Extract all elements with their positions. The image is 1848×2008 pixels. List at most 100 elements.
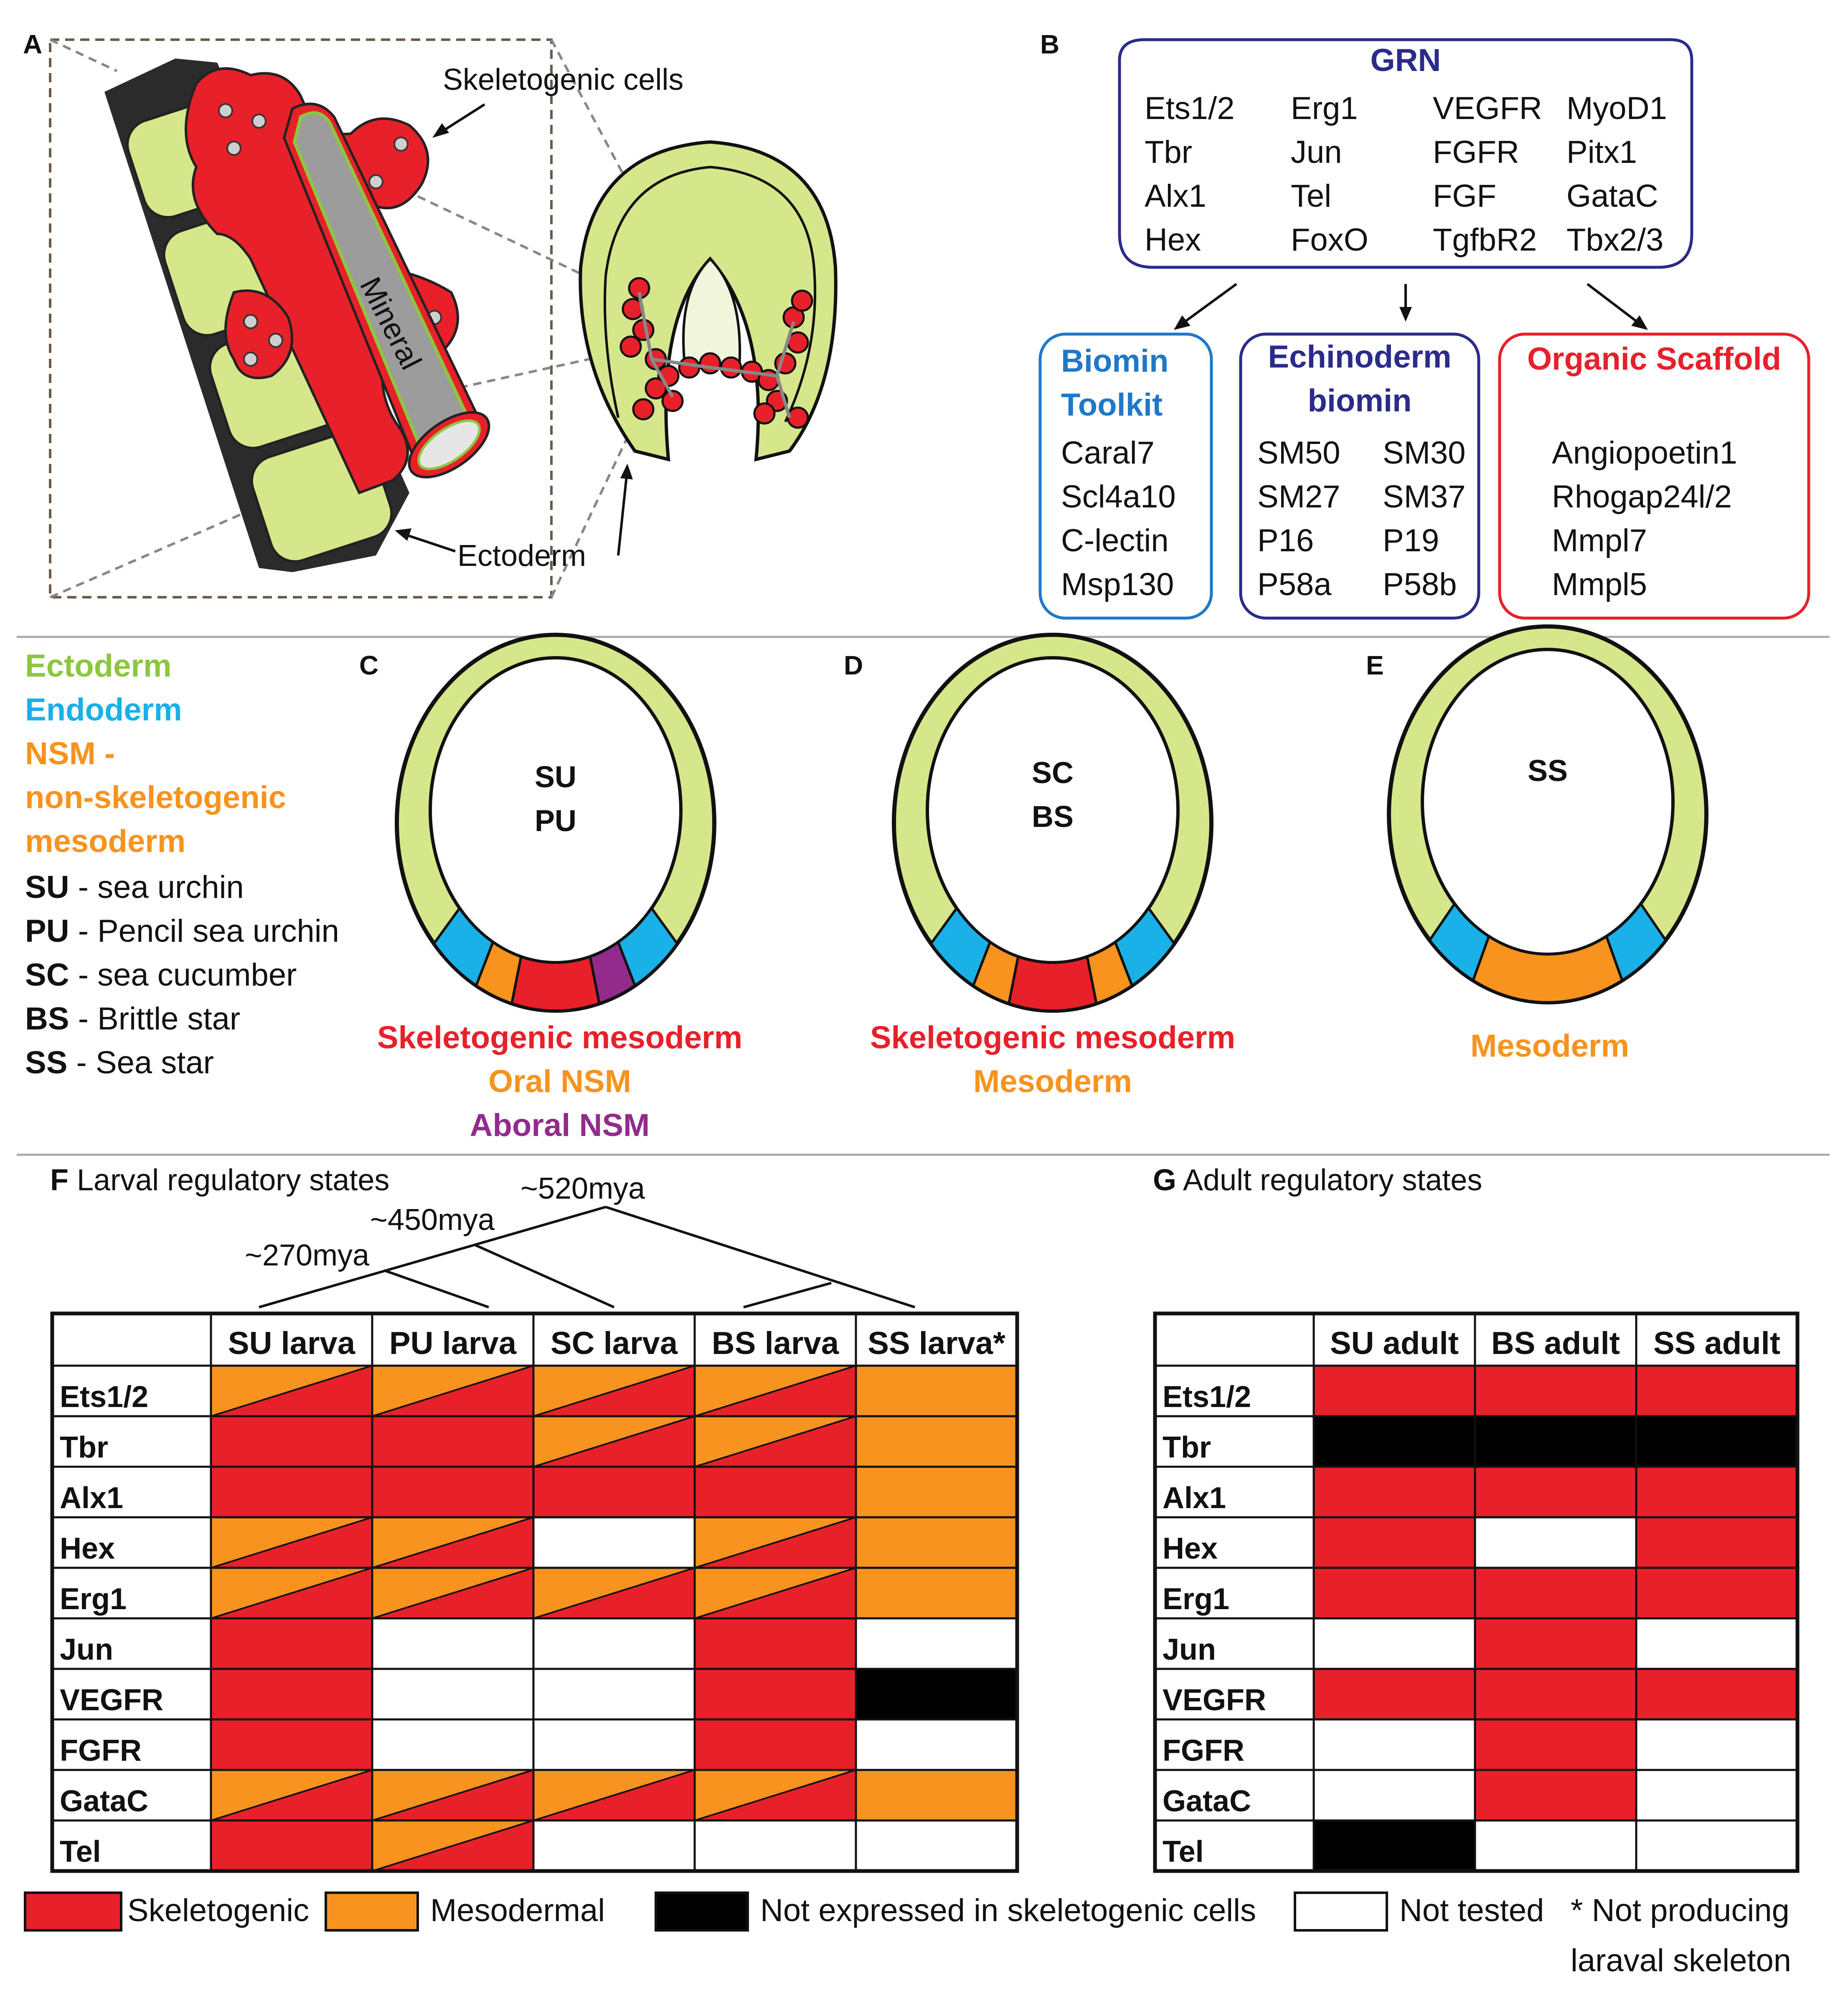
table-cell bbox=[1636, 1669, 1797, 1719]
organic-scaffold-box bbox=[1498, 332, 1810, 620]
row-label: VEGFR bbox=[60, 1683, 163, 1717]
panel-e-letter: E bbox=[1366, 650, 1384, 680]
table-cell bbox=[856, 1820, 1017, 1871]
legend-not-expressed: Not expressed in skeletogenic cells bbox=[760, 1893, 1256, 1928]
table-cell bbox=[1314, 1719, 1475, 1770]
table-cell bbox=[1636, 1517, 1797, 1568]
table-cell bbox=[1475, 1770, 1636, 1820]
row-label: Hex bbox=[60, 1532, 115, 1565]
biomin-gene: C-lectin bbox=[1061, 523, 1169, 558]
grn-title: GRN bbox=[1371, 43, 1441, 78]
table-cell bbox=[694, 1769, 856, 1821]
echino-title-line2: biomin bbox=[1307, 383, 1411, 418]
legend-swatch-not-expressed bbox=[655, 1891, 749, 1932]
grn-gene: Jun bbox=[1291, 134, 1342, 170]
table-cell bbox=[856, 1719, 1017, 1770]
table-cell bbox=[211, 1769, 373, 1821]
echinoderm-gene: P58a bbox=[1257, 567, 1332, 602]
table-cell bbox=[1314, 1366, 1475, 1416]
table-cell bbox=[1475, 1719, 1636, 1770]
panel-d-letter: D bbox=[844, 650, 863, 680]
table-cell bbox=[695, 1618, 856, 1669]
table-cell bbox=[1314, 1770, 1475, 1820]
row-label: Tel bbox=[60, 1835, 101, 1869]
organic-gene: Angiopoetin1 bbox=[1552, 435, 1737, 471]
panel-d-species-2: BS bbox=[1032, 800, 1074, 834]
mineral-rod: Mineral bbox=[282, 102, 490, 479]
skeletogenic-region bbox=[510, 955, 601, 1012]
grn-box bbox=[1118, 38, 1693, 269]
table-cell bbox=[211, 1820, 372, 1871]
table-cell bbox=[533, 1769, 695, 1821]
panel-c-skeletogenic-label: Skeletogenic mesoderm bbox=[377, 1020, 742, 1055]
arrow-line bbox=[617, 476, 628, 556]
legend-nsm-line1: NSM - bbox=[25, 736, 115, 771]
column-header: SS larva* bbox=[868, 1326, 1005, 1361]
table-cell bbox=[533, 1618, 695, 1669]
biomin-gene: Scl4a10 bbox=[1061, 479, 1176, 515]
echinoderm-gene: P19 bbox=[1383, 523, 1439, 558]
table-cell bbox=[1475, 1820, 1636, 1871]
column-header: BS larva bbox=[712, 1326, 839, 1361]
organic-gene: Mmpl7 bbox=[1552, 523, 1647, 558]
zoom-line bbox=[550, 429, 632, 598]
panel-c-oral-nsm-label: Oral NSM bbox=[488, 1064, 631, 1099]
echinoderm-gene: P16 bbox=[1257, 523, 1314, 558]
table-cell bbox=[372, 1820, 534, 1872]
biomin-toolkit-box bbox=[1038, 332, 1213, 620]
table-cell bbox=[1475, 1568, 1636, 1618]
panel-c-species-1: SU bbox=[535, 761, 576, 794]
column-header: SC larva bbox=[551, 1326, 678, 1361]
panel-a: A bbox=[23, 29, 838, 598]
table-border bbox=[50, 1311, 1019, 1873]
table-cell bbox=[1475, 1669, 1636, 1719]
table-cell bbox=[211, 1467, 372, 1517]
table-cell bbox=[856, 1618, 1017, 1669]
panel-e-species-1: SS bbox=[1528, 754, 1568, 788]
biomin-title-line2: Toolkit bbox=[1061, 387, 1163, 423]
echinoderm-gene: SM30 bbox=[1383, 435, 1466, 471]
table-cell bbox=[856, 1366, 1017, 1416]
table-cell bbox=[533, 1567, 695, 1619]
table-cell bbox=[1314, 1669, 1475, 1719]
zoom-line bbox=[417, 195, 586, 277]
legend-mesodermal: Mesodermal bbox=[430, 1893, 605, 1928]
table-cell bbox=[211, 1416, 372, 1467]
arrow-line bbox=[438, 103, 485, 135]
table-cell bbox=[533, 1669, 695, 1719]
legend-not-tested: Not tested bbox=[1399, 1893, 1544, 1928]
row-label: Tbr bbox=[60, 1431, 108, 1464]
echinoderm-gene: P58b bbox=[1383, 567, 1457, 602]
arrowhead-icon bbox=[620, 464, 633, 479]
row-label: GataC bbox=[60, 1785, 148, 1818]
row-label: Alx1 bbox=[1163, 1481, 1226, 1515]
species-legend-item: SU - sea urchin bbox=[25, 870, 244, 905]
organic-gene: Mmpl5 bbox=[1552, 567, 1647, 602]
grn-gene: Ets1/2 bbox=[1145, 91, 1234, 126]
grn-gene: Alx1 bbox=[1145, 178, 1206, 214]
table-border bbox=[1153, 1311, 1800, 1873]
table-cell bbox=[1314, 1618, 1475, 1669]
row-label: Jun bbox=[1163, 1633, 1216, 1666]
row-label: Tbr bbox=[1163, 1431, 1211, 1464]
panel-f: F Larval regulatory states ~520mya ~450m… bbox=[50, 1164, 1019, 1873]
panel-c-aboral-nsm-label: Aboral NSM bbox=[470, 1108, 650, 1143]
table-cell bbox=[372, 1567, 534, 1619]
echinoderm-gene: SM27 bbox=[1257, 479, 1340, 515]
table-cell bbox=[533, 1467, 695, 1517]
panel-d-species-1: SC bbox=[1032, 756, 1074, 790]
table-cell bbox=[1636, 1467, 1797, 1517]
legend-note-line1: * Not producing bbox=[1571, 1893, 1790, 1928]
mesoderm-region bbox=[1471, 934, 1624, 1004]
panel-b: B GRN Ets1/2TbrAlx1HexErg1JunTelFoxOVEGF… bbox=[1038, 29, 1810, 620]
table-cell bbox=[695, 1669, 856, 1719]
grn-gene: VEGFR bbox=[1433, 91, 1542, 126]
organic-gene: Rhogap24l/2 bbox=[1552, 479, 1732, 515]
row-label: Tel bbox=[1163, 1835, 1204, 1869]
arrowhead-icon bbox=[432, 123, 449, 138]
table-cell bbox=[695, 1820, 856, 1871]
legend-swatch-skeletogenic bbox=[24, 1891, 122, 1932]
